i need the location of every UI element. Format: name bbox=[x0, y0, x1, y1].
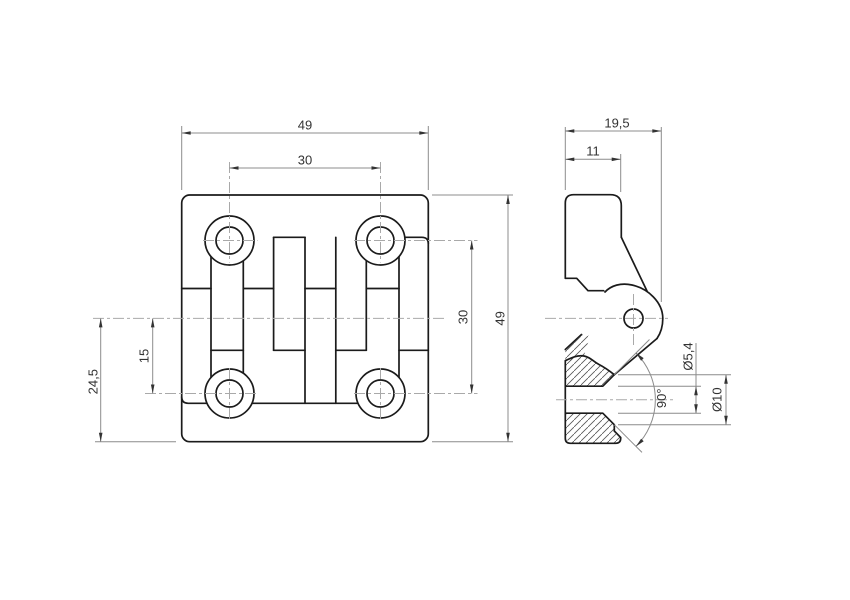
dim-side-leaf-thickness: 11 bbox=[565, 144, 622, 192]
section-block bbox=[564, 334, 622, 445]
dim-front-center-to-hole: 15 bbox=[137, 318, 155, 394]
svg-text:24,5: 24,5 bbox=[86, 369, 101, 394]
side-centerlines bbox=[545, 294, 674, 401]
svg-text:49: 49 bbox=[493, 311, 508, 325]
svg-text:19,5: 19,5 bbox=[604, 116, 629, 131]
svg-text:15: 15 bbox=[137, 349, 152, 363]
front-view bbox=[93, 162, 478, 443]
svg-text:Ø10: Ø10 bbox=[710, 387, 725, 412]
svg-text:49: 49 bbox=[298, 118, 312, 133]
dim-front-height: 49 bbox=[432, 194, 513, 443]
front-centerlines bbox=[93, 162, 478, 419]
dim-front-center-to-bottom: 24,5 bbox=[86, 318, 176, 443]
dim-hole-diameter: Ø5,4 bbox=[618, 342, 701, 414]
dim-countersink-diameter: Ø10 bbox=[618, 374, 731, 426]
svg-text:30: 30 bbox=[298, 153, 312, 168]
svg-text:11: 11 bbox=[586, 144, 600, 159]
svg-text:30: 30 bbox=[456, 310, 471, 324]
dim-countersink-angle: 90° bbox=[613, 339, 669, 453]
dim-front-hole-spacing-v: 30 bbox=[456, 240, 474, 394]
dim-side-total-depth: 19,5 bbox=[564, 116, 662, 302]
dim-front-width: 49 bbox=[181, 118, 429, 190]
svg-text:90°: 90° bbox=[654, 388, 669, 408]
side-view bbox=[545, 193, 674, 445]
dimensions: 49 30 49 30 bbox=[86, 116, 731, 453]
svg-text:Ø5,4: Ø5,4 bbox=[681, 342, 696, 370]
dim-front-hole-spacing-h: 30 bbox=[229, 153, 381, 170]
